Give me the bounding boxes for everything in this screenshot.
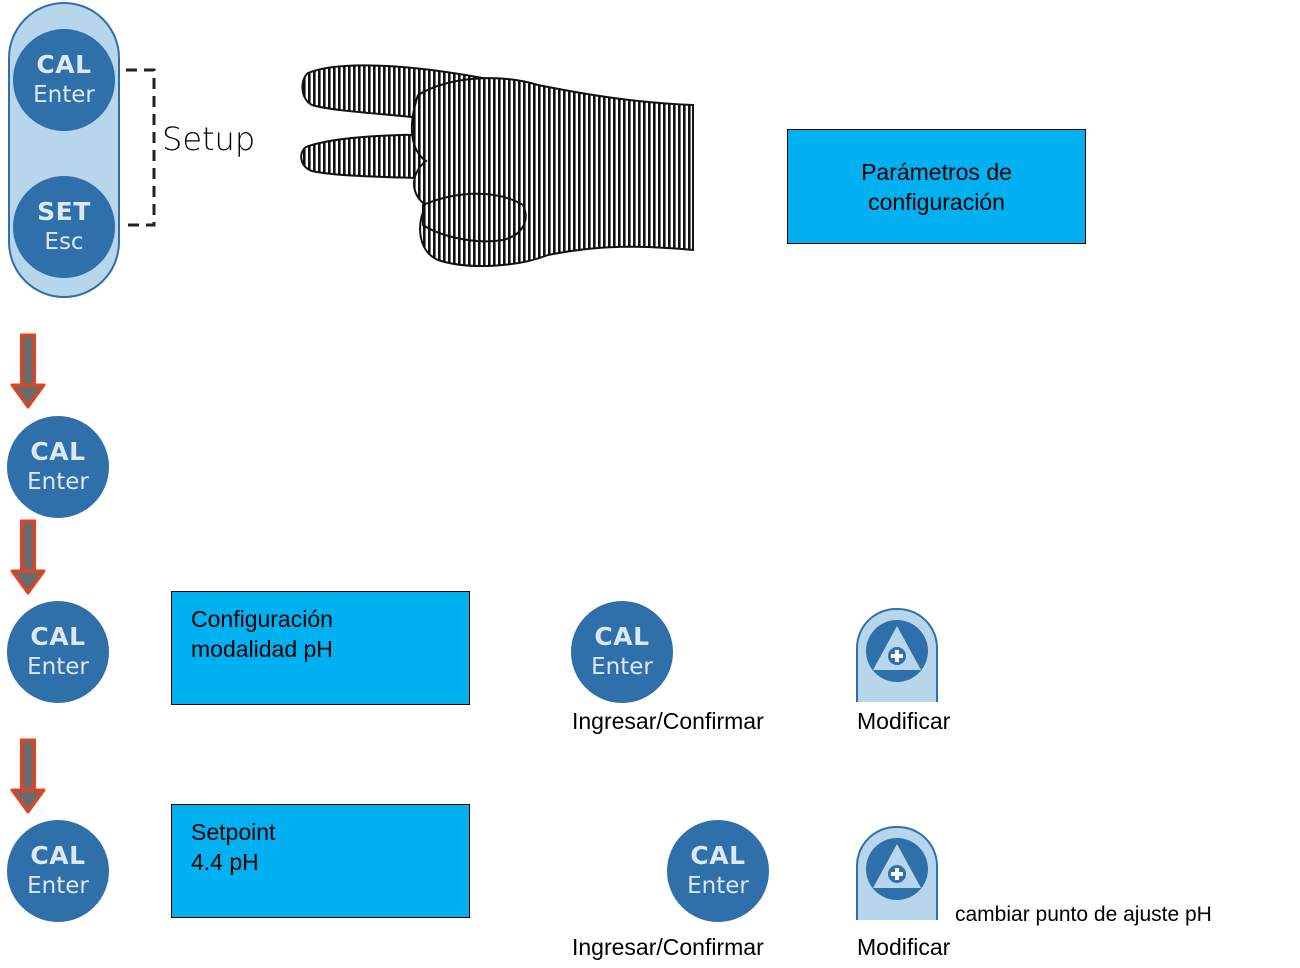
- enter-confirm-caption: Ingresar/Confirmar: [572, 708, 764, 734]
- esc-label: Esc: [44, 229, 84, 255]
- enter-label: Enter: [591, 654, 653, 680]
- mode-config-display: Configuración modalidad pH: [171, 591, 470, 705]
- cal-enter-button-3[interactable]: CAL Enter: [7, 601, 109, 703]
- cal-enter-button-5[interactable]: CAL Enter: [7, 820, 109, 922]
- change-setpoint-caption: cambiar punto de ajuste pH: [955, 903, 1212, 926]
- setpoint-line1: Setpoint: [191, 819, 276, 845]
- setpoint-line2: 4.4 pH: [191, 849, 259, 875]
- setup-label: Setup: [162, 120, 256, 158]
- arrow-down-icon: [10, 333, 46, 409]
- enter-label: Enter: [33, 82, 95, 108]
- cal-enter-button-4[interactable]: CAL Enter: [571, 601, 673, 703]
- config-params-line2: configuración: [868, 188, 1005, 215]
- enter-label: Enter: [27, 873, 89, 899]
- enter-confirm-caption-2: Ingresar/Confirmar: [572, 934, 764, 960]
- cal-label: CAL: [30, 437, 86, 466]
- set-esc-button[interactable]: SET Esc: [13, 176, 115, 278]
- plus-triangle-icon: [866, 838, 928, 900]
- config-params-display: Parámetros de configuración: [787, 129, 1086, 244]
- cal-label: CAL: [36, 50, 92, 79]
- arrow-down-icon: [10, 519, 46, 595]
- plus-key-button-2[interactable]: [856, 826, 938, 920]
- cal-label: CAL: [30, 622, 86, 651]
- cal-enter-button-6[interactable]: CAL Enter: [667, 820, 769, 922]
- modify-caption: Modificar: [857, 708, 951, 734]
- modify-caption-2: Modificar: [857, 934, 951, 960]
- arrow-down-icon: [10, 738, 46, 814]
- set-label: SET: [37, 197, 91, 226]
- enter-label: Enter: [27, 469, 89, 495]
- mode-config-line1: Configuración: [191, 606, 333, 632]
- setup-bracket: [126, 68, 156, 227]
- cal-enter-button-2[interactable]: CAL Enter: [7, 416, 109, 518]
- enter-label: Enter: [687, 873, 749, 899]
- setpoint-display: Setpoint 4.4 pH: [171, 804, 470, 918]
- cal-label: CAL: [594, 622, 650, 651]
- cal-enter-button[interactable]: CAL Enter: [13, 29, 115, 131]
- enter-label: Enter: [27, 654, 89, 680]
- plus-triangle-icon: [866, 620, 928, 682]
- plus-key-button[interactable]: [856, 608, 938, 702]
- cal-label: CAL: [690, 841, 746, 870]
- mode-config-line2: modalidad pH: [191, 636, 333, 662]
- hand-two-fingers-icon: [300, 64, 694, 267]
- config-params-line1: Parámetros de: [861, 158, 1012, 185]
- cal-label: CAL: [30, 841, 86, 870]
